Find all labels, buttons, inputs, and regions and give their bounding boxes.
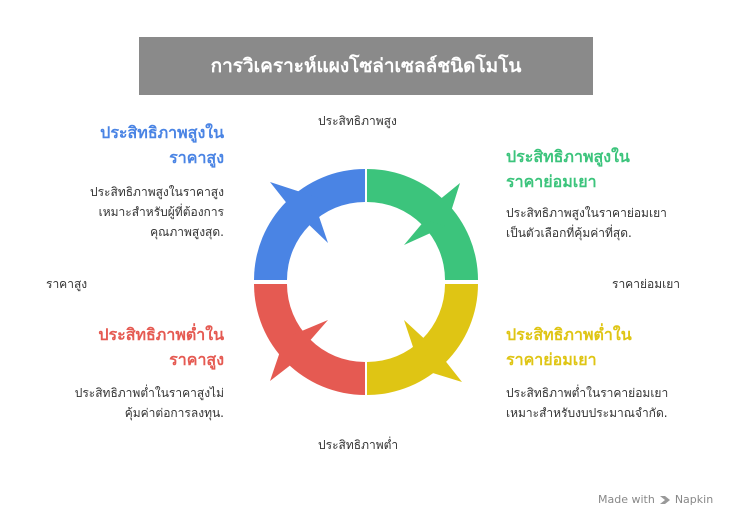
quadrant-cycle-diagram: [254, 169, 478, 395]
napkin-logo-icon: [659, 495, 670, 504]
segment-bottom-left: [254, 284, 365, 395]
segment-top-left: [254, 169, 365, 280]
quadrant-title-bottom-right: ประสิทธิภาพต่ำใน ราคาย่อมเยา: [506, 325, 632, 369]
title-bar: การวิเคราะห์แผงโซล่าเซลล์ชนิดโมโน: [139, 37, 593, 95]
quadrant-desc-bottom-left: ประสิทธิภาพต่ำในราคาสูงไม่ คุ้มค่าต่อการ…: [74, 386, 224, 420]
watermark-brand: Napkin: [674, 493, 714, 506]
quadrant-title-top-right: ประสิทธิภาพสูงใน ราคาย่อมเยา: [506, 147, 630, 191]
axis-label-right: ราคาย่อมเยา: [612, 277, 680, 291]
axis-label-bottom: ประสิทธิภาพต่ำ: [318, 438, 399, 452]
quadrant-desc-top-left: ประสิทธิภาพสูงในราคาสูง เหมาะสำหรับผู้ที…: [89, 185, 224, 239]
axis-label-left: ราคาสูง: [46, 277, 88, 291]
axis-label-top: ประสิทธิภาพสูง: [318, 114, 397, 128]
segment-bottom-right: [367, 284, 478, 395]
quadrant-desc-bottom-right: ประสิทธิภาพต่ำในราคาย่อมเยา เหมาะสำหรับง…: [506, 386, 669, 420]
napkin-watermark: Made with Napkin: [598, 493, 713, 506]
quadrant-title-top-left: ประสิทธิภาพสูงใน ราคาสูง: [100, 123, 224, 167]
diagram-title: การวิเคราะห์แผงโซล่าเซลล์ชนิดโมโน: [210, 55, 522, 77]
watermark-prefix: Made with: [598, 493, 655, 506]
quadrant-desc-top-right: ประสิทธิภาพสูงในราคาย่อมเยา เป็นตัวเลือก…: [506, 206, 667, 240]
quadrant-title-bottom-left: ประสิทธิภาพต่ำใน ราคาสูง: [98, 325, 224, 369]
segment-top-right: [367, 169, 478, 280]
